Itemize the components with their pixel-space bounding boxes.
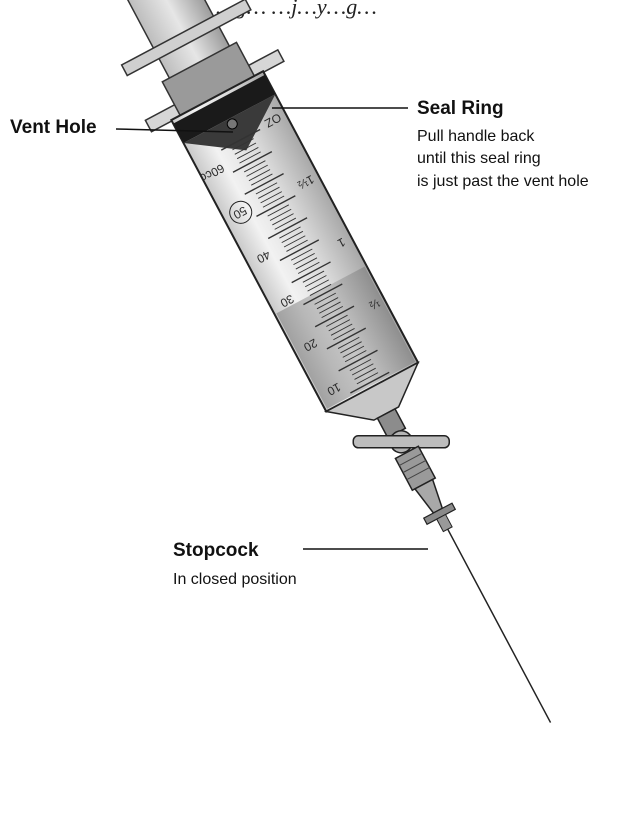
seal-ring-line-3: is just past the vent hole	[417, 173, 589, 190]
stopcock-line: In closed position	[173, 571, 297, 588]
seal-ring-line-1: Pull handle back	[417, 128, 535, 145]
seal-ring-line-2: until this seal ring	[417, 150, 541, 167]
needle	[448, 529, 551, 722]
syringe-body: 60cc 50 40 30 20 10 OZ 1½ 1 ½	[81, 0, 617, 758]
vent-hole-label: Vent Hole	[10, 117, 97, 138]
seal-ring-title: Seal Ring	[417, 98, 504, 119]
stopcock-handle	[353, 436, 449, 448]
stopcock-title: Stopcock	[173, 540, 259, 561]
